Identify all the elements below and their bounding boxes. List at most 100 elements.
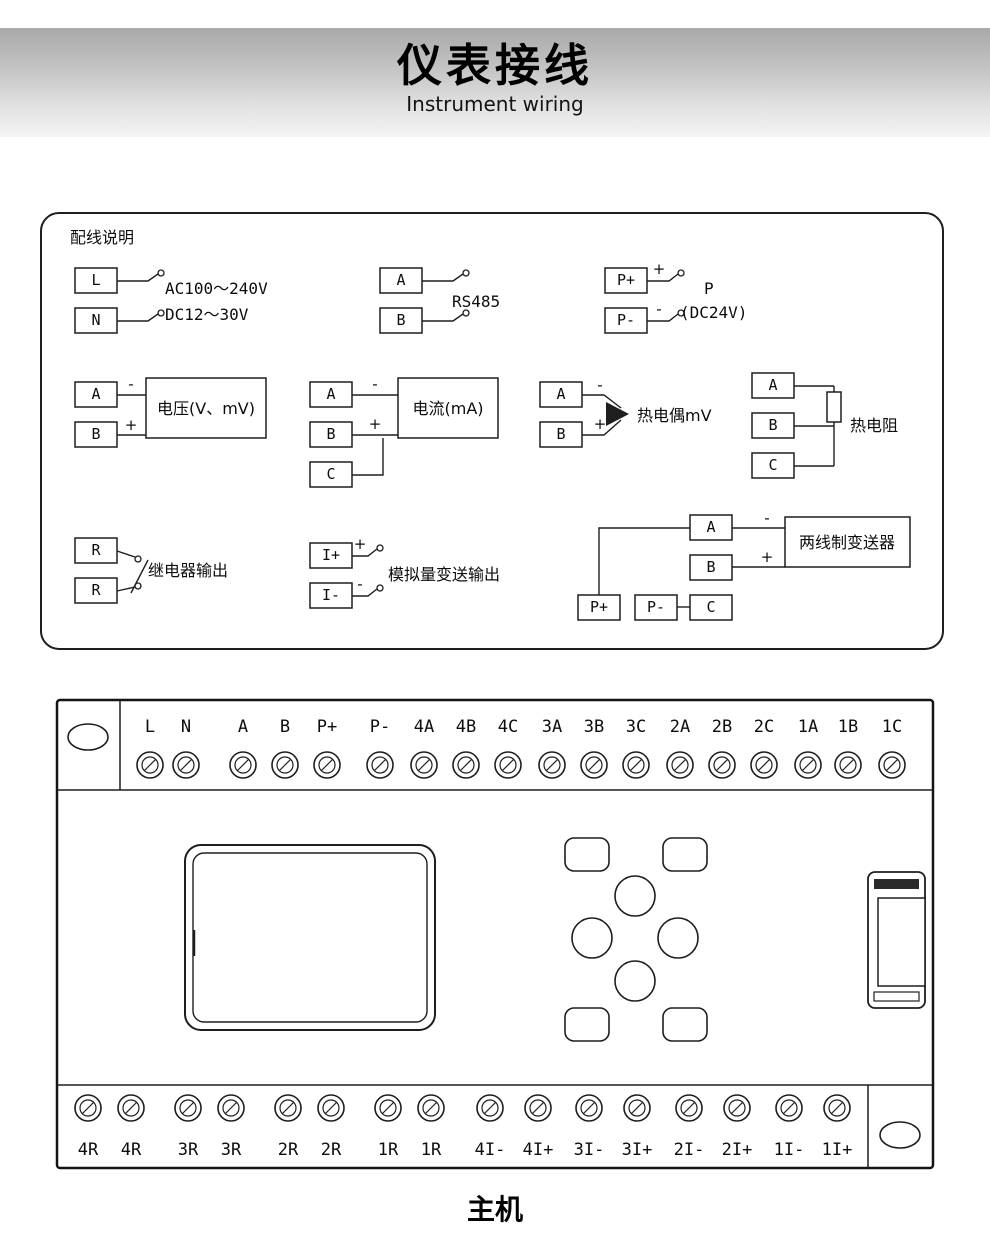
analog-output-group: I+ I- + - 模拟量变送输出	[309, 535, 500, 609]
connector-bottom-bar	[873, 991, 920, 1002]
terminal-screw	[575, 1094, 603, 1122]
terminal-screw	[823, 1094, 851, 1122]
power-spec-line2: DC12～30V	[165, 305, 249, 324]
wire	[647, 273, 679, 282]
power-supply-group: L N AC100～240V DC12～30V	[74, 267, 268, 334]
terminal-label: P+	[617, 271, 635, 289]
voltage-label: 电压(V、mV)	[157, 399, 255, 418]
wire	[352, 438, 384, 476]
terminal-screw	[172, 751, 200, 779]
top-terminal-label: 4B	[456, 717, 476, 737]
terminal-screw	[271, 751, 299, 779]
two-wire-transmitter-group: A B C P+ P- - + 两线制变送器	[577, 509, 911, 621]
main-unit-caption: 主机	[466, 1193, 523, 1226]
panel-title: 配线说明	[70, 228, 134, 247]
wire-terminal-dot	[157, 309, 165, 317]
bottom-terminal-label: 2I+	[722, 1140, 753, 1160]
wire	[117, 273, 159, 282]
terminal-screw	[675, 1094, 703, 1122]
main-unit-svg: L N A B P+ P- 4A 4B 4C 3A 3B 3C 2A 2B 2C…	[55, 698, 935, 1170]
thermocouple-label: 热电偶mV	[637, 406, 712, 425]
terminal-label: L	[91, 271, 100, 289]
analog-output-label: 模拟量变送输出	[388, 565, 500, 584]
terminal-box-P-plus	[577, 594, 621, 621]
terminal-label: A	[706, 518, 715, 536]
current-input-group: A B C - + 电流(mA)	[309, 375, 499, 488]
wire	[352, 588, 378, 597]
terminal-label: A	[326, 385, 335, 403]
wire	[422, 273, 464, 282]
terminal-screw	[623, 1094, 651, 1122]
terminal-screw	[666, 751, 694, 779]
loop-power-group: P+ P- + - P (DC24V)	[604, 260, 747, 334]
current-label: 电流(mA)	[412, 399, 483, 418]
bottom-terminal-label: 2R	[278, 1140, 299, 1160]
wiring-diagram-svg: 配线说明 L N AC100～240V DC12～30V A B	[40, 212, 944, 650]
nav-button-left	[571, 917, 613, 959]
terminal-screw	[834, 751, 862, 779]
header-banner: 仪表接线 Instrument wiring	[0, 28, 990, 137]
device-outline	[55, 698, 935, 1170]
terminal-box-B	[379, 307, 423, 334]
bottom-terminal-label: 4R	[78, 1140, 99, 1160]
terminal-screw	[476, 1094, 504, 1122]
bottom-terminal-strip: 4R 4R 3R 3R 2R 2R 1R 1R 4I- 4I+ 3I- 3I+ …	[57, 1084, 933, 1168]
terminal-label: C	[706, 598, 715, 616]
terminal-screw	[410, 751, 438, 779]
transmitter-label: 两线制变送器	[799, 533, 895, 552]
wire-terminal-dot	[677, 309, 685, 317]
bottom-terminal-label: 1I-	[774, 1140, 805, 1160]
wire-terminal-dot	[376, 544, 384, 552]
thermocouple-junction-icon	[606, 402, 629, 426]
terminal-screw	[524, 1094, 552, 1122]
nav-button-right	[657, 917, 699, 959]
terminal-screw	[794, 751, 822, 779]
terminal-screw	[117, 1094, 145, 1122]
terminal-label: B	[706, 558, 715, 576]
minus-sign: -	[656, 300, 661, 318]
top-terminal-label: P-	[370, 717, 390, 737]
bottom-terminal-label: 3R	[221, 1140, 242, 1160]
top-terminal-label: P+	[317, 717, 337, 737]
terminal-label: B	[768, 416, 777, 434]
terminal-screw	[538, 751, 566, 779]
wire	[582, 394, 622, 409]
terminal-label: B	[91, 425, 100, 443]
wire-terminal-dot	[462, 269, 470, 277]
top-terminal-label: 1B	[838, 717, 858, 737]
rs485-label: RS485	[452, 292, 500, 311]
terminal-screw	[374, 1094, 402, 1122]
wire	[598, 527, 690, 595]
wire	[116, 550, 136, 558]
terminal-screw	[723, 1094, 751, 1122]
transmitter-box	[784, 516, 911, 568]
terminal-label: B	[556, 425, 565, 443]
thermocouple-group: A B - + 热电偶mV	[539, 376, 712, 448]
terminal-label: I+	[322, 546, 340, 564]
plus-sign: +	[125, 416, 138, 434]
terminal-box-A	[539, 381, 583, 408]
terminal-label: C	[768, 456, 777, 474]
terminal-screw	[136, 751, 164, 779]
terminal-screw	[878, 751, 906, 779]
terminal-label: B	[396, 311, 405, 329]
terminal-box-L	[74, 267, 118, 294]
terminal-screw	[317, 1094, 345, 1122]
terminal-box-B	[751, 412, 795, 439]
terminal-box-R1	[74, 537, 118, 564]
connector-socket	[877, 897, 926, 987]
terminal-box-C	[309, 461, 353, 488]
terminal-label: R	[91, 581, 101, 599]
function-button-top-left	[564, 837, 610, 872]
bottom-terminal-label: 2R	[321, 1140, 342, 1160]
terminal-box-A	[379, 267, 423, 294]
top-terminal-label: A	[238, 717, 248, 737]
terminal-screw	[417, 1094, 445, 1122]
wire	[422, 313, 464, 322]
terminal-label: P+	[590, 598, 608, 616]
top-terminal-label: 2A	[670, 717, 690, 737]
top-terminal-label: B	[280, 717, 290, 737]
wiring-instructions-panel: 配线说明 L N AC100～240V DC12～30V A B	[38, 210, 946, 652]
page-subtitle: Instrument wiring	[406, 92, 584, 117]
terminal-screw	[229, 751, 257, 779]
